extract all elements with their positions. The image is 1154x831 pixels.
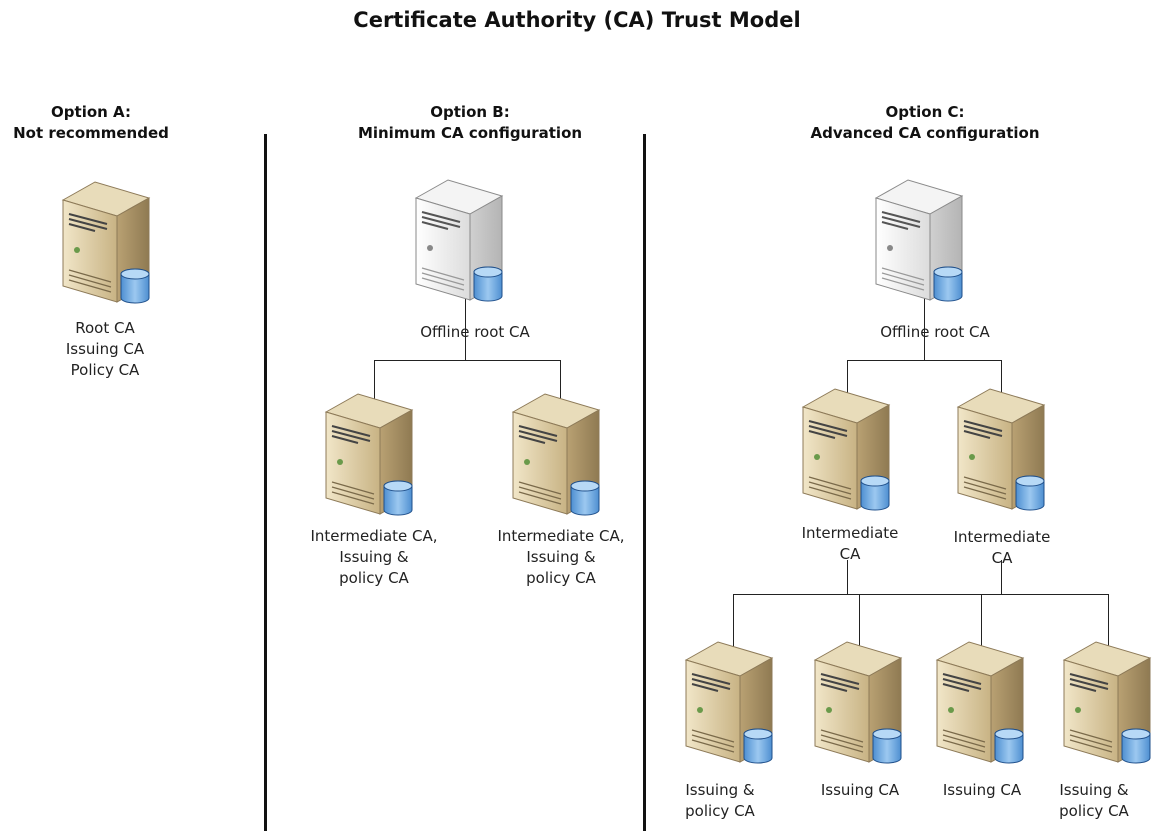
- option-b-child-label: Intermediate CA, Issuing & policy CA: [310, 527, 438, 587]
- offline-root-server-icon: [868, 176, 972, 306]
- option-c-issuer-label: Issuing CA: [942, 781, 1022, 799]
- option-c-issuer-label: Issuing & policy CA: [685, 781, 755, 820]
- option-b-heading: Option B:: [430, 103, 510, 121]
- option-c-subheading: Advanced CA configuration: [810, 124, 1040, 142]
- option-a-server-label: Root CA Issuing CA Policy CA: [65, 319, 145, 379]
- connector-line: [733, 594, 1109, 595]
- server-icon: [929, 638, 1033, 768]
- server-icon: [505, 390, 609, 520]
- option-c-intermediate-label: Intermediate CA: [801, 524, 899, 563]
- diagram-title: Certificate Authority (CA) Trust Model: [353, 8, 801, 32]
- connector-line: [1001, 560, 1002, 595]
- server-icon: [1056, 638, 1154, 768]
- option-c-root-label: Offline root CA: [880, 323, 990, 341]
- option-c-issuer-label: Issuing CA: [820, 781, 900, 799]
- option-b-header: Option B: Minimum CA configuration: [300, 102, 640, 144]
- connector-line: [924, 258, 925, 361]
- option-c-header: Option C: Advanced CA configuration: [760, 102, 1090, 144]
- option-a-header: Option A: Not recommended: [0, 102, 182, 144]
- server-icon: [807, 638, 911, 768]
- offline-root-server-icon: [408, 176, 512, 306]
- option-a-subheading: Not recommended: [13, 124, 169, 142]
- server-icon: [678, 638, 782, 768]
- option-b-child-label: Intermediate CA, Issuing & policy CA: [497, 527, 625, 587]
- connector-line: [465, 258, 466, 361]
- option-c-intermediate-label: Intermediate CA: [953, 528, 1051, 567]
- option-a-heading: Option A:: [51, 103, 131, 121]
- connector-line: [847, 360, 1002, 361]
- server-icon: [55, 178, 159, 308]
- option-b-subheading: Minimum CA configuration: [357, 124, 583, 142]
- option-c-issuer-label: Issuing & policy CA: [1059, 781, 1129, 820]
- connector-line: [847, 560, 848, 595]
- server-icon: [950, 385, 1054, 515]
- option-c-heading: Option C:: [885, 103, 965, 121]
- server-icon: [318, 390, 422, 520]
- connector-line: [374, 360, 561, 361]
- option-b-root-label: Offline root CA: [420, 323, 530, 341]
- column-divider-left: [264, 134, 267, 831]
- server-icon: [795, 385, 899, 515]
- column-divider-right: [643, 134, 646, 831]
